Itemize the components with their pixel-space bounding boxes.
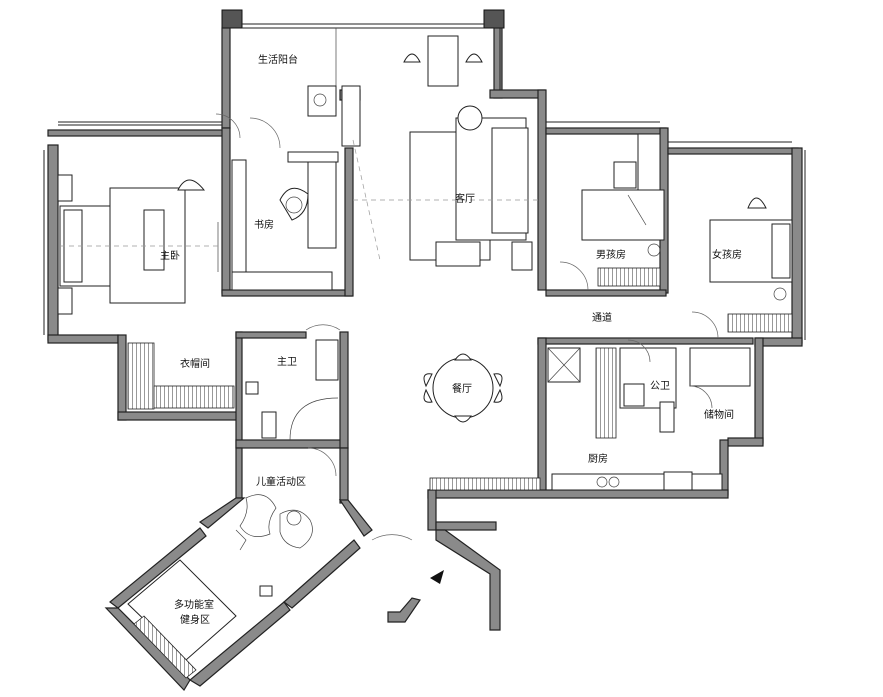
room-labels: 生活阳台 客厅 书房 主卧 男孩房 女孩房 通道 衣帽间 主卫 餐厅 公卫 储物… (160, 53, 742, 626)
dining-table (423, 353, 503, 423)
label-kids-play-area: 儿童活动区 (256, 475, 306, 488)
master-bedroom-furniture (57, 174, 220, 315)
entrance-arrow-icon (371, 534, 444, 584)
kids-play-decor (235, 494, 313, 597)
label-master-bath: 主卫 (277, 356, 297, 368)
balcony-furniture (307, 28, 483, 147)
label-study: 书房 (254, 218, 274, 231)
windows (43, 28, 806, 340)
label-dining-room: 餐厅 (452, 382, 472, 395)
exterior-walls (47, 9, 803, 691)
label-kitchen: 厨房 (588, 452, 608, 465)
label-cloakroom: 衣帽间 (180, 357, 210, 370)
multi-room-furniture (127, 559, 237, 679)
label-multi-room: 多功能室 (174, 598, 214, 611)
label-storage: 储物间 (704, 408, 734, 421)
label-balcony: 生活阳台 (258, 53, 298, 66)
label-living-room: 客厅 (455, 192, 475, 205)
door-swings (215, 113, 719, 477)
master-bath-fixtures (245, 339, 339, 441)
boys-room-furniture (581, 133, 665, 287)
label-girls-room: 女孩房 (712, 248, 742, 261)
label-boys-room: 男孩房 (596, 248, 626, 261)
living-room-furniture (352, 105, 540, 271)
label-public-bath: 公卫 (650, 381, 670, 392)
girls-room-furniture (709, 197, 793, 333)
label-corridor: 通道 (592, 311, 612, 324)
study-furniture (231, 151, 339, 291)
kitchen-fixtures (429, 347, 751, 491)
label-master-bedroom: 主卧 (160, 249, 180, 262)
cloakroom-furniture (127, 342, 235, 410)
label-gym-area: 健身区 (180, 613, 210, 626)
